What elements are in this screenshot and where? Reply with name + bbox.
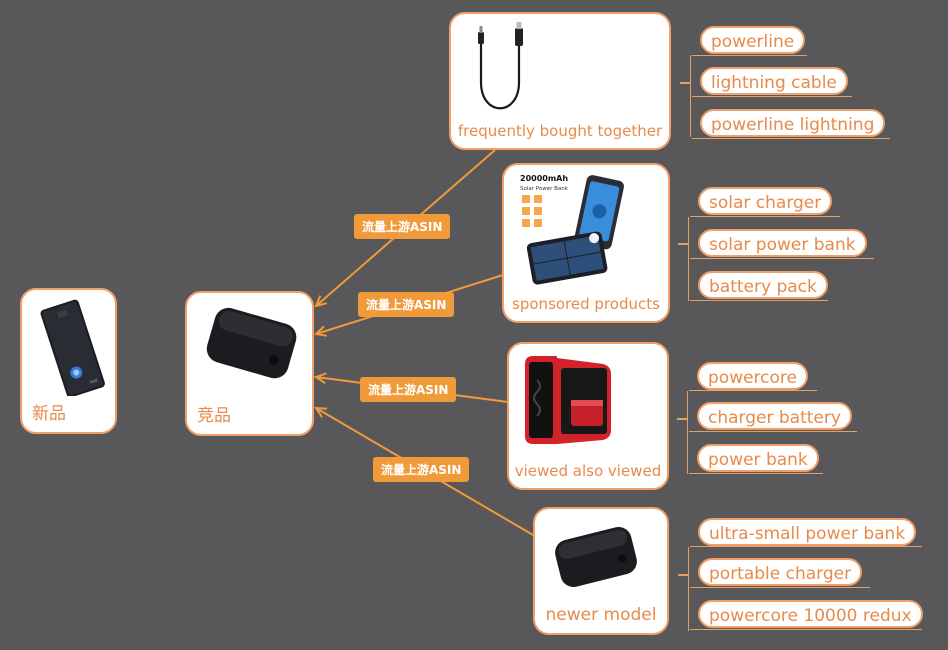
solar-image-capacity: 20000mAh [520, 174, 568, 183]
keyword-underline [690, 629, 922, 630]
keyword-underline [692, 138, 890, 139]
edge-tag-frequently-bought: 流量上游ASIN [354, 214, 451, 239]
edge-tag-newer-model: 流量上游ASIN [373, 457, 470, 482]
node-frequently-bought-together[interactable]: frequently bought together [449, 12, 671, 150]
node-new-product-label: 新品 [32, 404, 66, 424]
keyword-underline [689, 473, 823, 474]
node-viewed-also-label: viewed also viewed [514, 462, 662, 480]
power-bank-icon [555, 527, 637, 587]
keyword-underline [692, 55, 807, 56]
keyword-underline [689, 431, 857, 432]
keyword-connector [680, 82, 690, 84]
solar-power-bank-icon: 20000mAh Solar Power Bank [520, 174, 624, 285]
carrying-case-icon [525, 356, 611, 444]
keyword-connector [678, 243, 688, 245]
edge-tag-viewed-also: 流量上游ASIN [360, 377, 457, 402]
keyword-underline [689, 390, 817, 391]
keyword-tag[interactable]: ultra-small power bank [698, 518, 917, 546]
keyword-bracket [687, 391, 688, 474]
power-bank-icon [40, 299, 105, 396]
node-new-product[interactable]: 新品 [20, 288, 117, 434]
keyword-tag[interactable]: portable charger [698, 558, 863, 586]
node-frequently-bought-label: frequently bought together [457, 122, 663, 140]
keyword-bracket [688, 547, 689, 631]
node-newer-model[interactable]: newer model [533, 507, 669, 635]
keyword-tag[interactable]: power bank [697, 444, 819, 472]
keyword-tag[interactable]: battery pack [698, 271, 828, 299]
node-competitor-label: 竞品 [197, 406, 231, 426]
solar-image-caption: Solar Power Bank [520, 186, 569, 192]
keyword-tag[interactable]: solar charger [698, 187, 833, 215]
keyword-tag[interactable]: solar power bank [698, 229, 867, 257]
keyword-bracket [690, 55, 691, 137]
node-competitor[interactable]: 竞品 [185, 291, 314, 436]
keyword-underline [690, 546, 922, 547]
keyword-underline [690, 300, 828, 301]
keyword-tag[interactable]: powercore [697, 362, 808, 390]
keyword-bracket [688, 217, 689, 301]
power-bank-icon [206, 307, 297, 379]
node-viewed-also-viewed[interactable]: viewed also viewed [507, 342, 669, 490]
node-sponsored-products[interactable]: 20000mAh Solar Power Bank sponsored prod… [502, 163, 670, 323]
keyword-connector [678, 574, 688, 576]
keyword-underline [690, 216, 840, 217]
keyword-tag[interactable]: powerline [700, 26, 806, 54]
keyword-tag[interactable]: charger battery [697, 402, 852, 430]
edge-tag-sponsored: 流量上游ASIN [358, 292, 455, 317]
node-newer-model-label: newer model [545, 605, 657, 625]
keyword-underline [692, 96, 852, 97]
keyword-connector [677, 418, 687, 420]
node-sponsored-label: sponsored products [512, 295, 660, 313]
keyword-tag[interactable]: lightning cable [700, 67, 848, 95]
keyword-tag[interactable]: powerline lightning [700, 109, 886, 137]
keyword-underline [690, 587, 870, 588]
keyword-tag[interactable]: powercore 10000 redux [698, 600, 923, 628]
cable-icon [478, 22, 523, 110]
keyword-underline [690, 258, 874, 259]
